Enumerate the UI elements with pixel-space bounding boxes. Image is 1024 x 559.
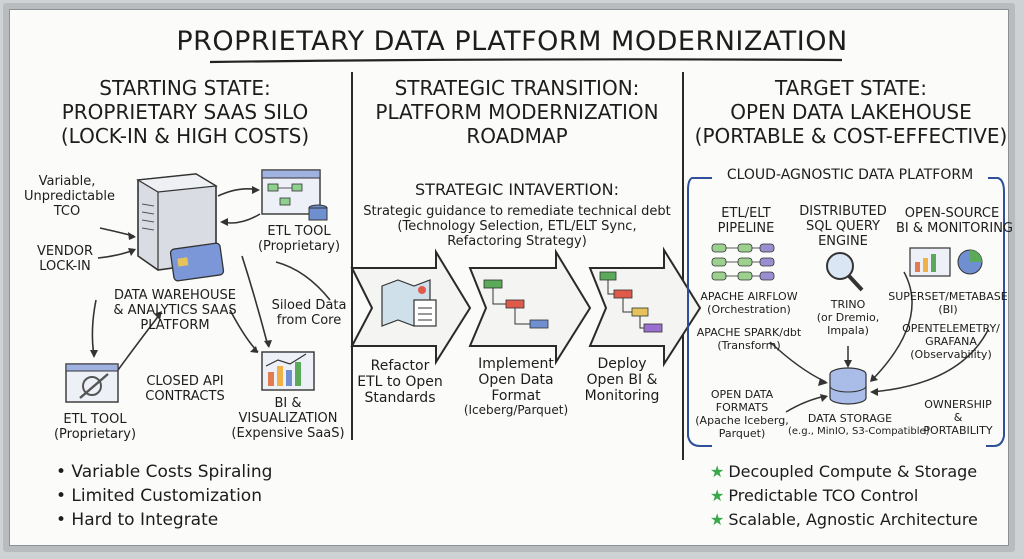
benefits-list: ★Decoupled Compute & Storage ★Predictabl… bbox=[710, 460, 978, 532]
superset-label: SUPERSET/METABASE(BI) bbox=[888, 290, 1008, 316]
pipeline-icon bbox=[711, 243, 775, 281]
flow-icon-2 bbox=[599, 271, 663, 333]
flow-icon-1 bbox=[483, 279, 549, 329]
etl-window-icon-bottom bbox=[65, 363, 119, 403]
database-icon bbox=[829, 367, 867, 405]
etl-tool-top-label: ETL TOOL(Proprietary) bbox=[257, 224, 341, 254]
dashboard-icon bbox=[909, 247, 983, 277]
page-title: PROPRIETARY DATA PLATFORM MODERNIZATION bbox=[176, 26, 848, 57]
right-heading: TARGET STATE:OPEN DATA LAKEHOUSE(PORTABL… bbox=[694, 76, 1008, 148]
list-item: • Hard to Integrate bbox=[56, 510, 219, 530]
list-item: • Variable Costs Spiraling bbox=[56, 462, 273, 482]
list-item: ★Scalable, Agnostic Architecture bbox=[710, 510, 978, 529]
opentelemetry-label: OPENTELEMETRY/GRAFANA(Observability) bbox=[902, 322, 1000, 361]
list-item: • Limited Customization bbox=[56, 486, 262, 506]
trino-label: TRINO(or Dremio,Impala) bbox=[816, 298, 880, 337]
star-icon: ★ bbox=[710, 486, 725, 505]
list-item: ★Predictable TCO Control bbox=[710, 486, 919, 505]
map-icon bbox=[381, 279, 437, 327]
left-heading: STARTING STATE:PROPRIETARY SAAS SILO(LOC… bbox=[60, 76, 310, 148]
intervention-text: Strategic guidance to remediate technica… bbox=[363, 204, 671, 249]
airflow-label: APACHE AIRFLOW(Orchestration) bbox=[700, 290, 798, 316]
left-bullet-list: • Variable Costs Spiraling • Limited Cus… bbox=[56, 460, 272, 532]
ownership-label: OWNERSHIP&PORTABILITY bbox=[923, 398, 993, 437]
credit-card-icon bbox=[169, 242, 225, 282]
star-icon: ★ bbox=[710, 462, 725, 481]
magnifier-icon bbox=[826, 252, 864, 292]
data-storage-label: DATA STORAGE(e.g., MinIO, S3-Compatible) bbox=[788, 412, 930, 437]
intervention-title: STRATEGIC INTAVERTION: bbox=[415, 180, 619, 199]
list-item: ★Decoupled Compute & Storage bbox=[710, 462, 978, 481]
spark-label: APACHE SPARK/dbt(Transform) bbox=[696, 326, 802, 352]
platform-title: CLOUD-AGNOSTIC DATA PLATFORM bbox=[726, 167, 974, 183]
bi-chart-icon bbox=[261, 351, 315, 391]
star-icon: ★ bbox=[710, 510, 725, 529]
etl-tool-bottom-label: ETL TOOL(Proprietary) bbox=[53, 412, 137, 442]
etl-window-icon-top bbox=[261, 169, 328, 221]
middle-heading: STRATEGIC TRANSITION:PLATFORM MODERNIZAT… bbox=[375, 76, 659, 148]
bi-visualization-label: BI &VISUALIZATION(Expensive SaaS) bbox=[231, 396, 345, 441]
platform-border bbox=[687, 177, 1005, 447]
